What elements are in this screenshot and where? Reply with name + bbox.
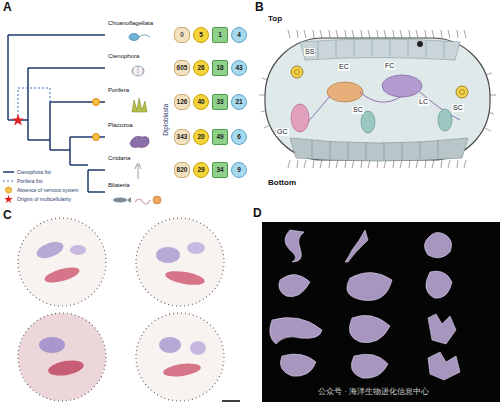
legend-samples <box>3 172 14 203</box>
taxon-name: Bilateria <box>108 182 130 189</box>
count-number: 1 <box>218 32 222 39</box>
taxon-name: Cnidaria <box>108 155 130 162</box>
count-number: 820 <box>177 167 188 174</box>
taxon-name: Ctenophora <box>108 53 139 60</box>
count-number: 343 <box>177 134 188 141</box>
count-badge: 43 <box>231 60 247 76</box>
count-number: 29 <box>197 167 204 174</box>
count-badge: 21 <box>231 94 247 110</box>
count-badge: 49 <box>212 129 228 145</box>
count-badge: 343 <box>174 129 190 145</box>
legend-row: Ctenophora fist <box>17 169 51 175</box>
legend-row: Absence of nervous system <box>17 187 78 193</box>
panel-letter: B <box>255 1 264 15</box>
count-number: 49 <box>216 134 223 141</box>
count-badge: 29 <box>193 162 209 178</box>
count-number: 6 <box>237 134 241 141</box>
panel-letter: C <box>3 209 12 223</box>
count-badge: 126 <box>174 94 190 110</box>
legend-text: Origins of multicellularity <box>17 196 71 202</box>
cell-label: SC <box>452 104 464 112</box>
count-badge: 4 <box>231 27 247 43</box>
count-number: 605 <box>177 65 188 72</box>
count-number: 20 <box>197 134 204 141</box>
cell-label: SS <box>304 48 315 56</box>
legend-text: Porifera fist <box>17 178 42 184</box>
multicellularity-star <box>12 114 24 126</box>
specimen-photos <box>262 222 500 402</box>
count-badge: 1 <box>212 27 228 43</box>
count-number: 43 <box>235 65 242 72</box>
count-number: 4 <box>237 32 241 39</box>
side-label: Bottom <box>268 178 296 187</box>
count-number: 0 <box>180 32 184 39</box>
count-badge: 820 <box>174 162 190 178</box>
clade-name: Diploblasta <box>162 104 169 136</box>
legend-row: Origins of multicellularity <box>17 196 71 202</box>
legend-row: Porifera fist <box>17 178 42 184</box>
taxon-name: Porifera <box>108 87 129 94</box>
legend-text: Ctenophora fist <box>17 169 51 175</box>
count-number: 5 <box>199 32 203 39</box>
phylogeny-tree <box>8 35 105 192</box>
count-number: 26 <box>197 65 204 72</box>
count-badge: 6 <box>231 129 247 145</box>
count-badge: 18 <box>212 60 228 76</box>
cell-label: GC <box>276 128 289 136</box>
count-number: 33 <box>216 99 223 106</box>
count-badge: 5 <box>193 27 209 43</box>
cell-label: EC <box>338 63 350 71</box>
watermark: 公众号 · 海洋生物进化信息中心 <box>318 387 429 396</box>
side-label: Top <box>268 14 282 23</box>
placozoa-section <box>259 30 496 168</box>
cell-label: SC <box>352 106 364 114</box>
no-nerve-mark <box>93 134 100 141</box>
cell-label: FC <box>384 62 395 70</box>
count-number: 126 <box>177 99 188 106</box>
panel-letter: D <box>253 207 262 221</box>
taxon-icons <box>113 34 161 205</box>
legend-text: Absence of nervous system <box>17 187 78 193</box>
count-badge: 9 <box>231 162 247 178</box>
count-number: 21 <box>235 99 242 106</box>
count-badge: 26 <box>193 60 209 76</box>
count-badge: 34 <box>212 162 228 178</box>
taxon-name: Placozoa <box>108 122 133 129</box>
count-badge: 40 <box>193 94 209 110</box>
panel-letter: A <box>3 1 12 15</box>
count-badge: 605 <box>174 60 190 76</box>
count-number: 18 <box>216 65 223 72</box>
count-number: 34 <box>216 167 223 174</box>
count-badge: 33 <box>212 94 228 110</box>
count-badge: 20 <box>193 129 209 145</box>
taxon-name: Choanoflagellata <box>108 20 153 27</box>
count-number: 40 <box>197 99 204 106</box>
section-photos <box>18 218 240 401</box>
count-number: 9 <box>237 167 241 174</box>
cell-label: LC <box>418 98 429 106</box>
count-badge: 0 <box>174 27 190 43</box>
no-nerve-mark <box>93 99 100 106</box>
